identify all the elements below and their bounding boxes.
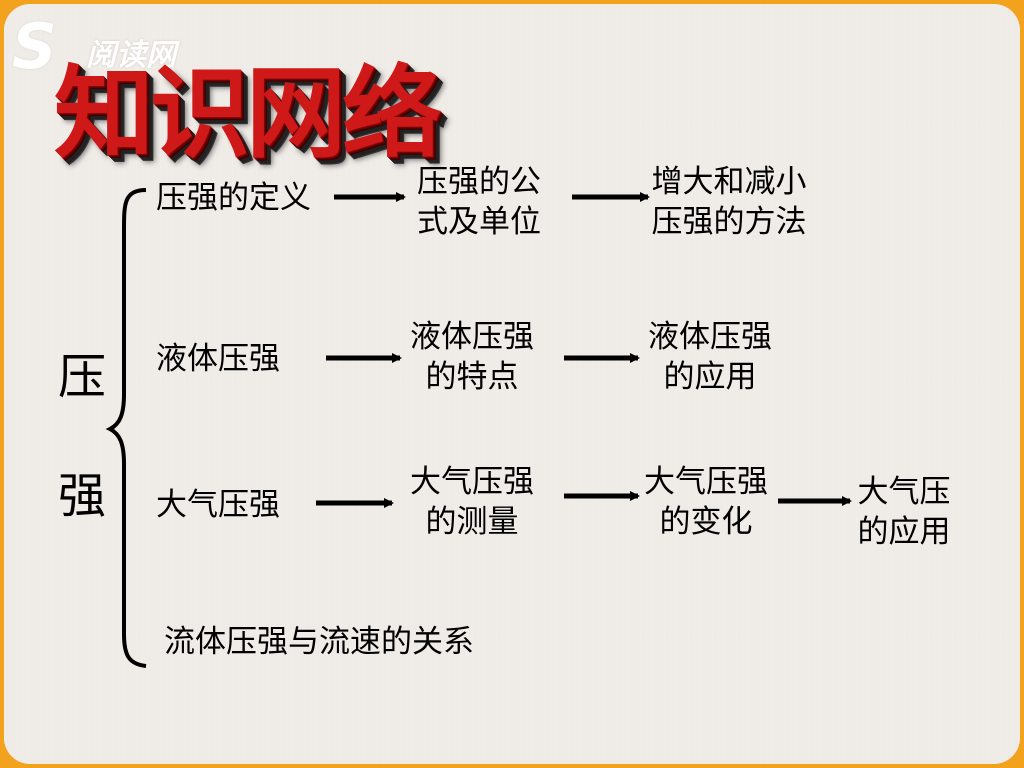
- node-row1-step2-line1: 增大和减小: [651, 164, 807, 200]
- node-row1-step1-line1: 压强的公: [417, 164, 541, 200]
- logo-text: 阅读网: [86, 38, 176, 73]
- node-row3-step1-line1: 大气压强: [410, 464, 534, 500]
- root-char-2: 强: [58, 468, 107, 524]
- page-title: 知识网络: [54, 55, 442, 172]
- connector-layer: [105, 188, 852, 668]
- node-row3-step2: 大气压强 的变化: [636, 462, 776, 542]
- node-row2-step2-line1: 液体压强: [648, 319, 772, 355]
- node-row3-step1-line2: 的测量: [425, 504, 519, 540]
- root-char-1: 压: [58, 349, 107, 405]
- node-row2-step2: 液体压强 的应用: [640, 317, 780, 397]
- node-row1-step2-line2: 压强的方法: [651, 204, 807, 240]
- node-row2-step2-line2: 的应用: [663, 359, 757, 395]
- node-row3-step2-line2: 的变化: [659, 504, 753, 540]
- node-row2-step1: 液体压强 的特点: [402, 317, 542, 397]
- node-row1-step1-line2: 式及单位: [417, 204, 541, 240]
- node-row3-step3-line2: 的应用: [857, 514, 951, 550]
- node-row3-step1: 大气压强 的测量: [402, 462, 542, 542]
- node-row2-step1-line2: 的特点: [425, 359, 519, 395]
- left-brace: [105, 188, 147, 668]
- slide: S 阅读网 知识网络 压 强 压强的定义 压强的公 式及单位 增大和减小 压强的…: [4, 4, 1020, 764]
- node-row3-step2-line1: 大气压强: [644, 464, 768, 500]
- background-texture: [4, 4, 1020, 764]
- node-row3-start: 大气压强: [156, 487, 280, 523]
- node-row4-start: 流体压强与流速的关系: [164, 624, 474, 660]
- node-row2-start: 液体压强: [156, 341, 280, 377]
- node-row1-step2: 增大和减小 压强的方法: [644, 162, 814, 242]
- node-row3-step3-line1: 大气压: [857, 474, 951, 510]
- site-logo: S 阅读网: [12, 10, 232, 90]
- node-row1-step1: 压强的公 式及单位: [409, 162, 549, 242]
- node-row3-step3: 大气压 的应用: [848, 472, 960, 552]
- node-row1-start: 压强的定义: [156, 180, 311, 216]
- logo-mark: S: [12, 10, 57, 83]
- node-row2-step1-line1: 液体压强: [410, 319, 534, 355]
